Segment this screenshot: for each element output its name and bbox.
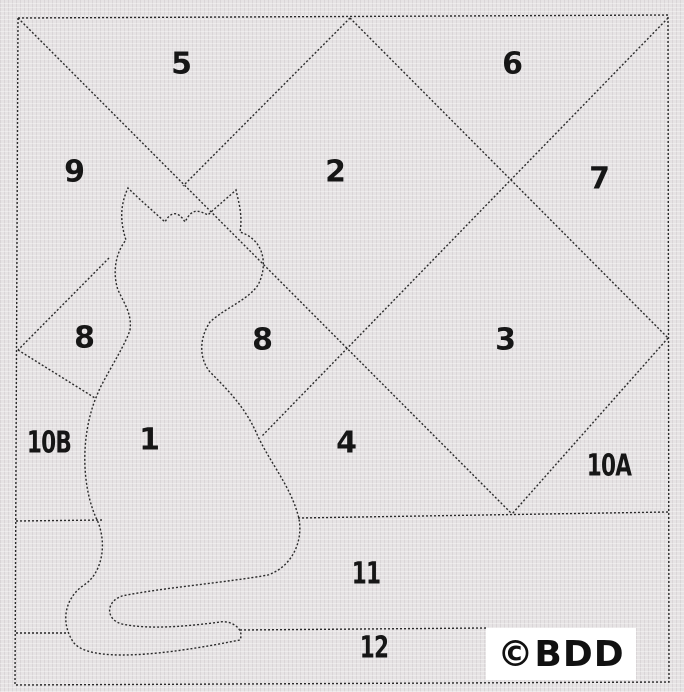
region-label-6: 6 <box>502 47 522 82</box>
band-line-11 <box>16 512 668 521</box>
diagonal-line <box>18 18 512 514</box>
region-label-12: 12 <box>360 631 389 666</box>
band-line-12 <box>16 628 486 633</box>
region-label-8-left: 8 <box>74 321 94 356</box>
region-label-8-right: 8 <box>252 323 272 358</box>
region-label-4: 4 <box>336 426 356 461</box>
cat-silhouette <box>66 188 300 655</box>
region-label-11: 11 <box>352 557 381 592</box>
diagonal-line <box>262 18 668 436</box>
region-label-9: 9 <box>64 155 84 190</box>
outer-border <box>15 15 669 685</box>
region-label-3: 3 <box>495 323 515 358</box>
region-label-5: 5 <box>171 47 191 82</box>
region-label-1: 1 <box>139 423 159 458</box>
region-label-10a: 10A <box>587 449 632 484</box>
diagonal-line <box>18 258 109 350</box>
region-label-7: 7 <box>589 162 609 197</box>
region-label-2: 2 <box>325 155 345 190</box>
copyright-watermark: ©BDD <box>486 628 636 680</box>
region-label-10b: 10B <box>27 426 71 461</box>
watermark-text: ©BDD <box>497 634 624 675</box>
diagonal-line <box>512 338 668 514</box>
diagonal-line <box>18 350 95 398</box>
